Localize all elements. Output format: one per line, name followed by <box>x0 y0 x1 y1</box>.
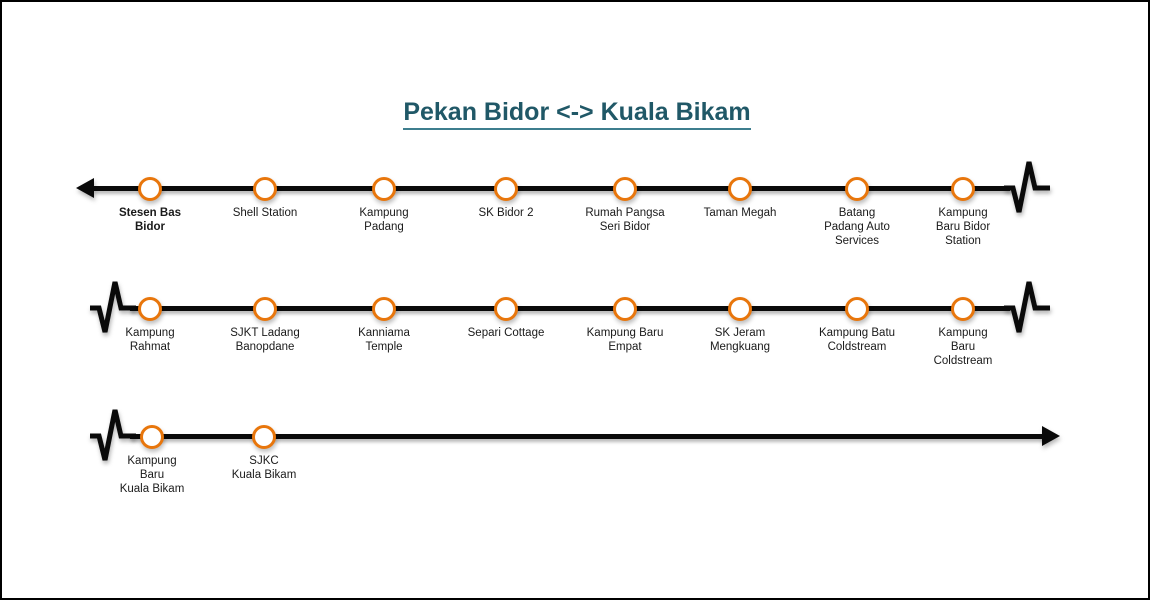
station-label-line: Coldstream <box>933 355 993 367</box>
station-label-line: Kuala Bikam <box>231 469 297 481</box>
station-label-line: Coldstream <box>827 341 887 353</box>
station-label-line: SK Jeram <box>714 327 766 339</box>
station-marker[interactable] <box>951 297 975 321</box>
station-label-line: Kampung <box>127 455 177 467</box>
page-title: Pekan Bidor <-> Kuala Bikam <box>2 98 1148 130</box>
station-label-line: Banopdane <box>235 341 295 353</box>
station-label-line: Shell Station <box>232 207 298 219</box>
station-label-line: Baru Bidor <box>935 221 991 233</box>
route-track-line <box>130 306 1010 311</box>
route-break-end-icon <box>1004 156 1050 222</box>
station-marker[interactable] <box>845 297 869 321</box>
station-marker[interactable] <box>845 177 869 201</box>
station-label-line: Batang <box>838 207 876 219</box>
station-marker[interactable] <box>140 425 164 449</box>
route-break-start-icon <box>90 276 136 342</box>
station-marker[interactable] <box>138 297 162 321</box>
station-marker[interactable] <box>494 297 518 321</box>
station-marker[interactable] <box>494 177 518 201</box>
station-label-line: Baru <box>950 341 976 353</box>
station-label: SJKC Kuala Bikam <box>184 454 344 482</box>
station-label-line: Taman Megah <box>703 207 777 219</box>
station-label-line: Station <box>945 235 981 247</box>
station-label-line: Rahmat <box>129 341 171 353</box>
station-label-line: Bidor <box>134 221 166 233</box>
station-label-line: Separi Cottage <box>467 327 545 339</box>
station-marker[interactable] <box>613 297 637 321</box>
route-break-start-icon <box>90 404 136 470</box>
station-label: SK Bidor 2 <box>426 206 586 220</box>
station-label: Shell Station <box>185 206 345 220</box>
station-marker[interactable] <box>253 297 277 321</box>
station-label: Taman Megah <box>660 206 820 220</box>
station-marker[interactable] <box>951 177 975 201</box>
station-label-line: Rumah Pangsa <box>585 207 665 219</box>
station-marker[interactable] <box>372 177 396 201</box>
route-arrow-left <box>76 178 94 198</box>
station-label-line: SJKT Ladang <box>230 327 300 339</box>
station-label-line: SK Bidor 2 <box>478 207 534 219</box>
station-marker[interactable] <box>372 297 396 321</box>
station-marker[interactable] <box>252 425 276 449</box>
station-label-line: Kampung <box>938 327 988 339</box>
route-break-end-icon <box>1004 276 1050 342</box>
station-label-line: Seri Bidor <box>599 221 651 233</box>
station-label-line: Kampung Baru <box>586 327 664 339</box>
station-label-line: Kampung <box>125 327 175 339</box>
page-title-text: Pekan Bidor <-> Kuala Bikam <box>403 98 751 130</box>
station-label-line: Stesen Bas <box>118 207 181 219</box>
station-label-line: Kuala Bikam <box>119 483 185 495</box>
station-label-line: Temple <box>365 341 403 353</box>
station-label-line: Mengkuang <box>709 341 771 353</box>
station-label: Separi Cottage <box>426 326 586 340</box>
station-label-line: Padang <box>364 221 404 233</box>
station-marker[interactable] <box>138 177 162 201</box>
route-track-line <box>93 186 1010 191</box>
station-label-line: Kampung <box>938 207 988 219</box>
station-label-line: Kampung <box>359 207 409 219</box>
station-label-line: Baru <box>139 469 165 481</box>
station-label-line: Padang Auto <box>824 221 890 233</box>
station-label-line: Empat <box>608 341 642 353</box>
station-marker[interactable] <box>728 177 752 201</box>
station-label-line: Services <box>834 235 880 247</box>
station-label-line: Kanniama <box>358 327 410 339</box>
station-label-line: SJKC <box>249 455 279 467</box>
route-arrow-right <box>1042 426 1060 446</box>
station-marker[interactable] <box>613 177 637 201</box>
route-track-line <box>130 434 1044 439</box>
station-marker[interactable] <box>253 177 277 201</box>
station-label-line: Kampung Batu <box>818 327 896 339</box>
station-marker[interactable] <box>728 297 752 321</box>
